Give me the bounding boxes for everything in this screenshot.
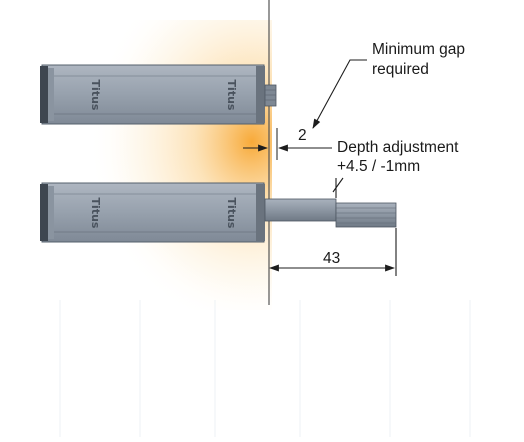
gap-note-line2: required — [372, 61, 429, 78]
gap-value: 2 — [298, 127, 307, 144]
gap-note-line1: Minimum gap — [372, 41, 466, 58]
gap-dimension — [243, 59, 367, 160]
glow-area — [20, 20, 272, 310]
upper-push-latch — [40, 64, 277, 125]
length-value: 43 — [323, 250, 341, 267]
length-dimension — [269, 228, 397, 276]
lower-end-cap — [40, 184, 48, 241]
brand-mark: Titus — [89, 80, 102, 111]
depth-dimension — [332, 177, 344, 198]
brand-mark: Titus — [225, 198, 238, 229]
lower-plunger — [264, 198, 337, 222]
upper-end-cap — [40, 66, 48, 123]
depth-note-line1: Depth adjustment — [337, 139, 459, 156]
depth-note-line2: +4.5 / -1mm — [337, 158, 421, 175]
lower-plunger-tip — [335, 202, 397, 228]
brand-mark: Titus — [89, 198, 102, 229]
upper-stub — [264, 84, 277, 107]
brand-mark: Titus — [225, 80, 238, 111]
background-grid — [59, 300, 471, 437]
lower-push-latch — [40, 182, 397, 243]
